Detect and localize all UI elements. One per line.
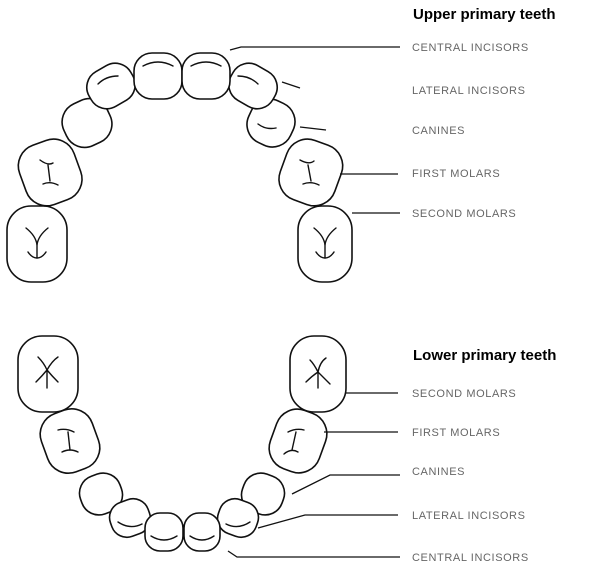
upper-left-lateral-incisor (86, 62, 136, 110)
upper-left-canine (61, 97, 113, 149)
upper-label-canines: CANINES (412, 125, 465, 137)
lower-left-second-molar (17, 335, 79, 413)
upper-left-first-molar (17, 138, 83, 207)
upper-left-central-incisor (133, 52, 183, 100)
upper-label-lateral-incisors: LATERAL INCISORS (412, 85, 526, 97)
lower-left-first-molar (39, 408, 101, 474)
upper-left-second-molar (6, 205, 68, 283)
lower-left-canine (78, 472, 124, 516)
lower-right-lateral-incisor (216, 497, 260, 539)
lower-label-lateral-incisors: LATERAL INCISORS (412, 510, 526, 522)
lower-right-first-molar (268, 408, 328, 474)
lower-leader-lines (227, 392, 400, 558)
upper-right-canine (246, 98, 296, 148)
lower-left-lateral-incisor (108, 497, 152, 539)
upper-arch (6, 52, 353, 283)
lower-label-central-incisors: CENTRAL INCISORS (412, 552, 529, 564)
lower-label-second-molars: SECOND MOLARS (412, 388, 516, 400)
upper-right-central-incisor (181, 52, 231, 100)
upper-label-central-incisors: CENTRAL INCISORS (412, 42, 529, 54)
lower-label-first-molars: FIRST MOLARS (412, 427, 500, 439)
lower-section-title: Lower primary teeth (413, 347, 556, 364)
lower-right-central-incisor (183, 512, 221, 552)
upper-right-lateral-incisor (228, 62, 278, 110)
upper-right-second-molar (297, 205, 353, 283)
lower-right-second-molar (289, 335, 347, 413)
upper-right-first-molar (278, 138, 344, 207)
upper-leader-lines (229, 46, 400, 214)
upper-label-second-molars: SECOND MOLARS (412, 208, 516, 220)
upper-section-title: Upper primary teeth (413, 6, 556, 23)
lower-arch (17, 335, 347, 552)
lower-label-canines: CANINES (412, 466, 465, 478)
lower-left-central-incisor (144, 512, 184, 552)
upper-label-first-molars: FIRST MOLARS (412, 168, 500, 180)
